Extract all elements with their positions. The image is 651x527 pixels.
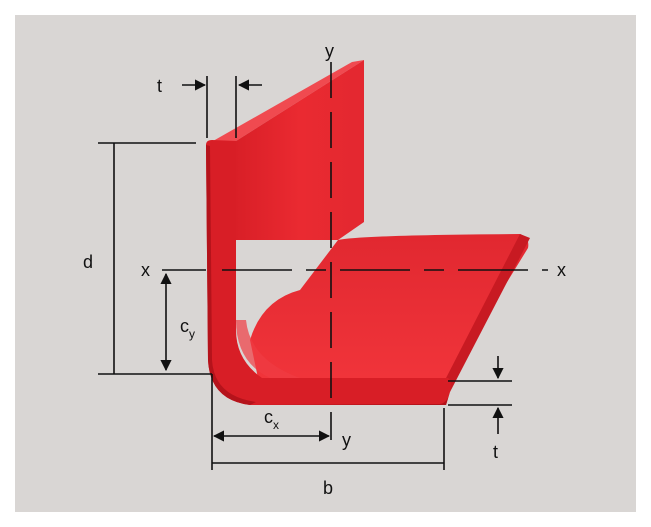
front-profile-face bbox=[206, 140, 451, 405]
label-cx-sub: x bbox=[273, 418, 279, 432]
label-cy-main: c bbox=[180, 316, 189, 336]
label-x-left: x bbox=[141, 260, 150, 280]
diagram-labels: t y d x x cy cx y t b bbox=[83, 41, 566, 498]
label-t-top: t bbox=[157, 76, 162, 96]
angle-section-shape bbox=[206, 60, 530, 405]
label-t-bottom: t bbox=[493, 442, 498, 462]
label-y-top: y bbox=[325, 41, 334, 61]
label-cx-main: c bbox=[264, 407, 273, 427]
horizontal-leg-end-face bbox=[444, 234, 530, 392]
fillet-highlight bbox=[236, 320, 300, 378]
label-cx: cx bbox=[264, 407, 279, 432]
label-b: b bbox=[323, 478, 333, 498]
label-d: d bbox=[83, 252, 93, 272]
label-cy: cy bbox=[180, 316, 195, 341]
label-x-right: x bbox=[557, 260, 566, 280]
vertical-leg-face bbox=[236, 60, 364, 240]
dimension-lines bbox=[98, 62, 548, 470]
vertical-leg-top-face bbox=[206, 60, 364, 145]
label-cy-sub: y bbox=[189, 327, 195, 341]
label-y-bottom: y bbox=[342, 430, 351, 450]
